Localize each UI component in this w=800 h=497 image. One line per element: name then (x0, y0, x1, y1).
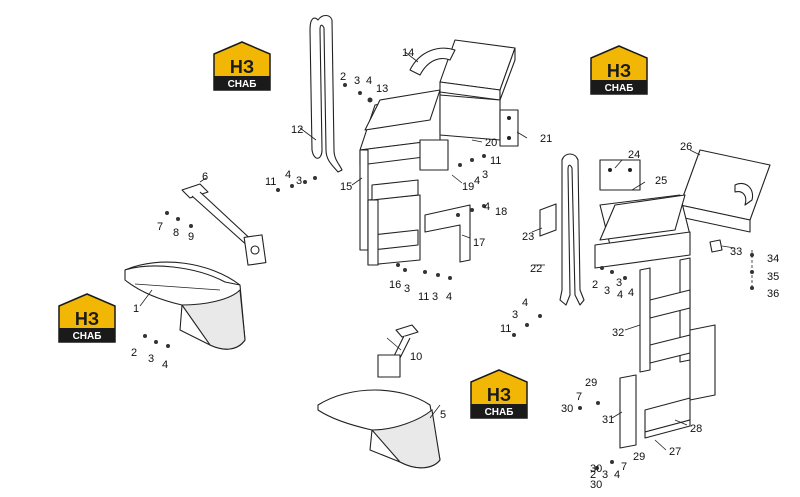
callout-23: 23 (522, 231, 534, 243)
callout-extra: 3 (296, 175, 302, 187)
callout-22: 22 (530, 263, 542, 275)
callout-extra: 11 (418, 291, 429, 303)
callout-extra: 2 (592, 279, 598, 291)
callout-5: 5 (440, 409, 446, 421)
callout-extra: 3 (482, 169, 488, 181)
callout-extra: 3 (432, 291, 438, 303)
callout-extra: 4 (474, 175, 480, 187)
callout-2: 2 (131, 347, 137, 359)
callout-26: 26 (680, 141, 692, 153)
logo-top-left: НЗ СНАБ (213, 41, 271, 91)
callout-16: 16 (389, 279, 401, 291)
logo-letters: НЗ (487, 385, 511, 405)
callout-19: 19 (462, 181, 474, 193)
bracket-bottom (377, 324, 419, 378)
logo-caption: СНАБ (228, 79, 257, 90)
callout-31: 31 (602, 414, 614, 426)
callout-extra: 4 (628, 287, 634, 299)
callout-6: 6 (202, 171, 208, 183)
logo-caption: СНАБ (73, 331, 102, 342)
bracket-left (181, 183, 267, 266)
callout-extra: 4 (446, 291, 452, 303)
callout-21: 21 (540, 133, 552, 145)
callout-extra: 4 (366, 75, 372, 87)
callout-extra: 3 (354, 75, 360, 87)
callout-1: 1 (133, 303, 139, 315)
callout-27: 27 (669, 446, 681, 458)
callout-35: 35 (767, 271, 779, 283)
callout-extra: 29 (633, 451, 645, 463)
logo-left: НЗ СНАБ (58, 293, 116, 343)
callout-12: 12 (291, 124, 303, 136)
callout-extra: 3 (602, 469, 608, 481)
callout-4: 4 (162, 359, 168, 371)
callout-18: 18 (495, 206, 507, 218)
callout-extra: 4 (285, 169, 291, 181)
callout-33: 33 (730, 246, 742, 258)
hardware (143, 83, 754, 470)
callout-29: 29 (585, 377, 597, 389)
callout-7: 7 (157, 221, 163, 233)
logo-top-right: НЗ СНАБ (590, 45, 648, 95)
callout-28: 28 (690, 423, 702, 435)
callout-extra: 4 (522, 297, 528, 309)
callout-extra: 4 (617, 289, 623, 301)
callout-3: 3 (148, 353, 154, 365)
callout-extra: 3 (616, 277, 622, 289)
callout-labels: 1 2 3 4 5 6 7 8 9 10 11 12 13 14 15 16 1… (131, 47, 779, 491)
logo-letters: НЗ (230, 57, 254, 77)
logo-letters: НЗ (75, 309, 99, 329)
callout-8: 8 (173, 227, 179, 239)
logo-caption: СНАБ (605, 83, 634, 94)
logo-bottom-center: НЗ СНАБ (470, 369, 528, 419)
callout-extra: 30 (590, 463, 602, 475)
callout-extra: 7 (576, 391, 582, 403)
center-step-assembly (359, 39, 519, 266)
callout-30: 30 (561, 403, 573, 415)
callout-extra: 3 (512, 309, 518, 321)
callout-13: 13 (376, 83, 388, 95)
callout-extra: 2 (590, 469, 596, 481)
callout-extra: 11 (500, 323, 511, 335)
callout-17: 17 (473, 237, 485, 249)
callout-extra: 7 (621, 461, 627, 473)
callout-15: 15 (340, 181, 352, 193)
leader-lines (139, 51, 736, 451)
callout-25: 25 (655, 175, 667, 187)
callout-extra: 11 (490, 155, 501, 167)
right-step-assembly (539, 149, 771, 449)
callout-14: 14 (402, 47, 414, 59)
callout-extra: 3 (404, 283, 410, 295)
callout-32: 32 (612, 327, 624, 339)
fender-bottom (317, 389, 441, 469)
callout-36: 36 (767, 288, 779, 300)
callout-9: 9 (188, 231, 194, 243)
callout-extra: 4 (614, 469, 620, 481)
callout-24: 24 (628, 149, 640, 161)
callout-extra: 2 (340, 71, 346, 83)
callout-extra: 30 (590, 479, 602, 491)
callout-11: 11 (265, 176, 276, 188)
callout-10: 10 (410, 351, 422, 363)
handrail-12 (309, 14, 343, 173)
callout-34: 34 (767, 253, 779, 265)
callout-20: 20 (485, 137, 497, 149)
callout-extra: 3 (604, 285, 610, 297)
logo-letters: НЗ (607, 61, 631, 81)
fender-left (124, 261, 246, 350)
logo-caption: СНАБ (485, 407, 514, 418)
callout-extra: 4 (484, 201, 490, 213)
